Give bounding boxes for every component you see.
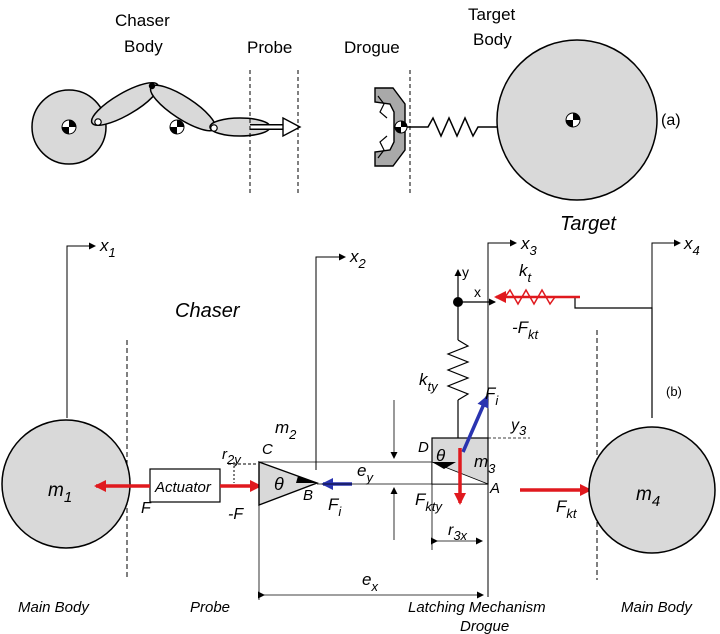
label-Fi-probe: Fi	[328, 495, 342, 519]
kt-connector	[574, 297, 653, 418]
target-spring	[405, 116, 500, 138]
main-body-m1	[1, 419, 131, 549]
label-target: Target	[468, 5, 516, 24]
label-B: B	[303, 487, 313, 504]
drogue-zigzag-bottom	[377, 135, 388, 159]
label-chaser-title: Chaser	[175, 300, 241, 322]
label-target-body: Body	[473, 30, 512, 49]
label-bottom-latching: Latching Mechanism	[408, 599, 546, 616]
label-A: A	[489, 480, 500, 497]
label-Fkt: Fkt	[556, 497, 578, 521]
label-m2: m2	[275, 418, 297, 442]
label-probe: Probe	[247, 38, 292, 57]
label-ex: ex	[362, 570, 378, 594]
label-drogue: Drogue	[344, 38, 400, 57]
kty-spring	[446, 339, 470, 401]
panel-a: Chaser Body Probe Drogue Target Body (a)	[31, 5, 681, 201]
frame-x1-line	[66, 242, 96, 418]
panel-b: Target Chaser (b) x1 x2 x3 x4 m1 Actuato…	[1, 213, 716, 634]
label-x4: x4	[683, 234, 700, 258]
probe-angle-mark	[296, 476, 317, 483]
drogue-zigzag-top	[377, 95, 388, 119]
main-body-m4	[588, 426, 716, 554]
drogue-shape	[374, 87, 406, 167]
label-C: C	[262, 441, 273, 458]
label-target-title: Target	[560, 213, 617, 235]
com-symbol-chaser	[61, 119, 77, 135]
latch-angle-mark	[432, 462, 456, 469]
origin-dot	[453, 297, 463, 307]
joint-1	[94, 118, 102, 126]
com-symbol-target	[565, 112, 581, 128]
force-Fi-latch-arrow	[461, 395, 489, 453]
label-F: F	[141, 500, 152, 517]
label-Fkty: Fkty	[415, 490, 444, 514]
label-actuator: Actuator	[154, 479, 212, 496]
label-m4: m4	[636, 484, 660, 510]
label-Fi-latch: Fi	[485, 384, 499, 408]
label-panel-b: (b)	[666, 384, 682, 399]
label-negF: -F	[228, 506, 244, 523]
label-x1: x1	[99, 236, 116, 260]
com-symbol-drogue	[394, 120, 408, 134]
label-theta-probe: θ	[274, 474, 284, 494]
label-m1: m1	[48, 480, 72, 506]
label-D: D	[418, 439, 429, 456]
label-panel-a: (a)	[661, 112, 681, 129]
label-y3: y3	[510, 417, 527, 438]
label-bottom-main-body-left: Main Body	[18, 599, 90, 616]
label-x2: x2	[349, 247, 367, 271]
frame-x2-line	[315, 253, 346, 470]
label-r3x: r3x	[448, 522, 468, 543]
probe-triangle	[258, 461, 320, 507]
label-kt: kt	[519, 261, 533, 285]
com-symbol-arm	[169, 119, 185, 135]
label-m3: m3	[474, 452, 496, 476]
label-kty: kty	[419, 370, 439, 394]
label-origin-y: y	[462, 264, 469, 280]
label-r2y: r2y	[222, 446, 242, 467]
label-x3: x3	[520, 234, 538, 258]
label-ey: ey	[357, 461, 374, 485]
joint-3	[210, 124, 218, 132]
label-chaser: Chaser	[115, 11, 170, 30]
frame-x3-line	[487, 239, 517, 248]
label-bottom-main-body-right: Main Body	[621, 599, 693, 616]
label-theta-latch: θ	[436, 446, 446, 465]
label-chaser-body: Body	[124, 37, 163, 56]
label-bottom-drogue: Drogue	[460, 618, 509, 634]
label-bottom-probe: Probe	[190, 599, 230, 616]
label-origin-x: x	[474, 284, 481, 300]
probe-arrow-head	[282, 116, 302, 138]
joint-2	[148, 82, 156, 90]
label-negFkt: -Fkt	[512, 318, 540, 342]
